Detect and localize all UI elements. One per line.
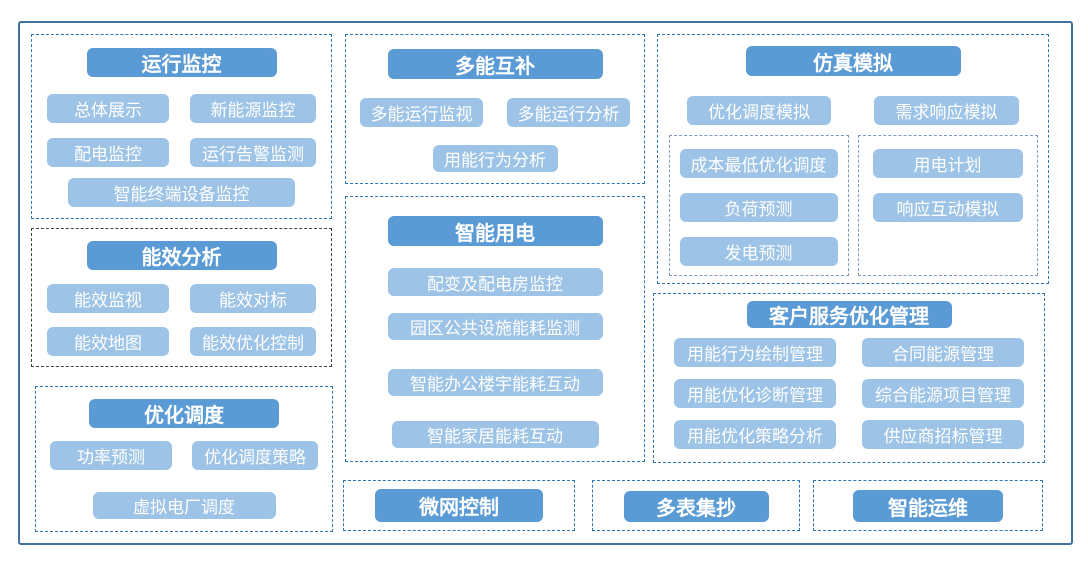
header-multi-energy-complementary[interactable]: 多能互补 — [387, 49, 603, 79]
group-smart-power-use: 智能用电 配变及配电房监控 园区公共设施能耗监测 智能办公楼宇能耗互动 智能家居… — [345, 196, 645, 462]
row: 用能优化策略分析 供应商招标管理 — [674, 420, 1024, 449]
item-load-forecast[interactable]: 负荷预测 — [679, 193, 838, 222]
item-virtual-power-plant-dispatch[interactable]: 虚拟电厂调度 — [92, 492, 276, 519]
item-dispatch-optimization-simulation[interactable]: 优化调度模拟 — [687, 96, 831, 125]
group-operation-monitoring: 运行监控 总体展示 新能源监控 配电监控 运行告警监测 智能终端设备监控 — [31, 34, 332, 219]
item-smart-home-energy-interaction[interactable]: 智能家居能耗互动 — [391, 421, 599, 448]
item-energy-behavior-profile-management[interactable]: 用能行为绘制管理 — [674, 338, 836, 367]
group-multi-meter-reading: 多表集抄 — [592, 480, 800, 531]
subgroup-power-use-plan: 用电计划 响应互动模拟 — [857, 135, 1038, 276]
row: 能效地图 能效优化控制 — [47, 327, 316, 356]
row: 功率预测 优化调度策略 — [50, 441, 318, 470]
group-customer-service-optimization: 客户服务优化管理 用能行为绘制管理 合同能源管理 用能优化诊断管理 综合能源项目… — [653, 293, 1045, 463]
row: 虚拟电厂调度 — [92, 492, 276, 519]
row: 优化调度模拟 需求响应模拟 — [687, 96, 1019, 125]
item-multi-energy-operation-analysis[interactable]: 多能运行分析 — [507, 98, 630, 127]
item-multi-energy-operation-monitoring[interactable]: 多能运行监视 — [360, 98, 483, 127]
group-optimization-dispatch: 优化调度 功率预测 优化调度策略 虚拟电厂调度 — [35, 386, 333, 532]
item-transformer-and-power-room-monitoring[interactable]: 配变及配电房监控 — [387, 268, 603, 296]
item-smart-terminal-device-monitoring[interactable]: 智能终端设备监控 — [68, 178, 295, 207]
header-operation-monitoring[interactable]: 运行监控 — [86, 48, 277, 77]
group-multi-energy-complementary: 多能互补 多能运行监视 多能运行分析 用能行为分析 — [345, 34, 645, 184]
item-power-forecast[interactable]: 功率预测 — [50, 441, 172, 470]
item-overall-display[interactable]: 总体展示 — [47, 94, 169, 123]
row: 成本最低优化调度 负荷预测 发电预测 用电计划 响应互动模拟 — [668, 135, 1038, 276]
group-energy-efficiency-analysis: 能效分析 能效监视 能效对标 能效地图 能效优化控制 — [31, 228, 332, 367]
row: 多能运行监视 多能运行分析 — [360, 98, 630, 127]
row: 能效监视 能效对标 — [47, 284, 316, 313]
item-supplier-bidding-management[interactable]: 供应商招标管理 — [862, 420, 1024, 449]
row: 智能终端设备监控 — [68, 178, 295, 207]
header-microgrid-control[interactable]: 微网控制 — [375, 489, 543, 522]
outer-frame — [18, 21, 1073, 545]
header-simulation[interactable]: 仿真模拟 — [745, 46, 961, 76]
item-new-energy-monitoring[interactable]: 新能源监控 — [190, 94, 316, 123]
header-multi-meter-reading[interactable]: 多表集抄 — [623, 491, 769, 522]
item-lowest-cost-dispatch[interactable]: 成本最低优化调度 — [679, 149, 838, 178]
item-smart-office-building-energy-interaction[interactable]: 智能办公楼宇能耗互动 — [387, 369, 603, 396]
item-demand-response-simulation[interactable]: 需求响应模拟 — [874, 96, 1019, 125]
item-energy-optimization-diagnosis-management[interactable]: 用能优化诊断管理 — [674, 379, 836, 408]
header-optimization-dispatch[interactable]: 优化调度 — [89, 399, 279, 428]
item-energy-efficiency-monitoring[interactable]: 能效监视 — [47, 284, 169, 313]
group-microgrid-control: 微网控制 — [343, 480, 575, 531]
item-power-use-plan[interactable]: 用电计划 — [872, 149, 1023, 178]
row: 总体展示 新能源监控 — [47, 94, 316, 123]
item-operation-alarm-monitoring[interactable]: 运行告警监测 — [190, 138, 316, 167]
row: 配电监控 运行告警监测 — [47, 138, 316, 167]
row: 用能优化诊断管理 综合能源项目管理 — [674, 379, 1024, 408]
item-integrated-energy-project-management[interactable]: 综合能源项目管理 — [862, 379, 1024, 408]
group-smart-operation-maintenance: 智能运维 — [813, 480, 1043, 531]
item-dispatch-strategy[interactable]: 优化调度策略 — [192, 441, 318, 470]
item-contract-energy-management[interactable]: 合同能源管理 — [862, 338, 1024, 367]
header-customer-service-optimization[interactable]: 客户服务优化管理 — [746, 301, 952, 328]
item-energy-efficiency-benchmarking[interactable]: 能效对标 — [190, 284, 316, 313]
header-smart-power-use[interactable]: 智能用电 — [387, 216, 603, 246]
item-energy-efficiency-map[interactable]: 能效地图 — [47, 327, 169, 356]
item-park-public-facility-energy-monitoring[interactable]: 园区公共设施能耗监测 — [387, 313, 603, 340]
item-response-interaction-simulation[interactable]: 响应互动模拟 — [872, 193, 1023, 222]
row: 用能行为绘制管理 合同能源管理 — [674, 338, 1024, 367]
item-energy-use-behavior-analysis[interactable]: 用能行为分析 — [432, 145, 558, 172]
header-energy-efficiency-analysis[interactable]: 能效分析 — [86, 241, 277, 270]
item-energy-efficiency-optimization-control[interactable]: 能效优化控制 — [190, 327, 316, 356]
item-generation-forecast[interactable]: 发电预测 — [679, 237, 838, 266]
subgroup-dispatch-forecast: 成本最低优化调度 负荷预测 发电预测 — [668, 135, 849, 276]
group-simulation: 仿真模拟 优化调度模拟 需求响应模拟 成本最低优化调度 负荷预测 发电预测 用电… — [657, 34, 1049, 284]
item-energy-optimization-strategy-analysis[interactable]: 用能优化策略分析 — [674, 420, 836, 449]
item-power-distribution-monitoring[interactable]: 配电监控 — [47, 138, 169, 167]
header-smart-operation-maintenance[interactable]: 智能运维 — [853, 490, 1003, 522]
row: 用能行为分析 — [432, 145, 558, 172]
